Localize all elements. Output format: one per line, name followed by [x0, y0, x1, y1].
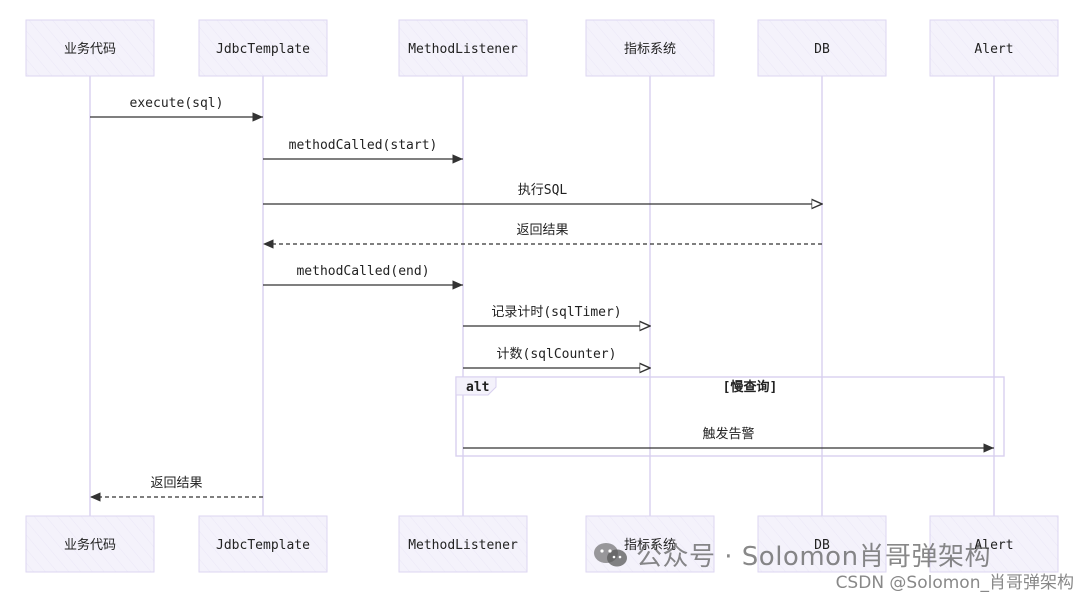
participant-top-4: DB	[757, 19, 887, 77]
message-3: 返回结果	[263, 223, 822, 249]
wechat-icon	[594, 543, 627, 567]
participant-bottom-1: JdbcTemplate	[198, 515, 328, 573]
participant-bottom-4: DB	[757, 515, 887, 573]
participant-label: Alert	[974, 538, 1013, 553]
participant-label: 业务代码	[64, 41, 116, 57]
message-1: methodCalled(start)	[263, 138, 463, 164]
alt-condition: [慢查询]	[723, 379, 778, 395]
participant-label: JdbcTemplate	[216, 538, 310, 553]
watermark-main: 公众号 · Solomon肖哥弹架构	[592, 536, 991, 573]
message-label: 记录计时(sqlTimer)	[491, 305, 621, 320]
participant-label: Alert	[974, 42, 1013, 57]
message-0: execute(sql)	[90, 96, 263, 122]
participant-top-0: 业务代码	[25, 19, 155, 77]
message-5: 记录计时(sqlTimer)	[463, 305, 650, 326]
message-8: 返回结果	[90, 476, 263, 502]
participant-bottom-2: MethodListener	[398, 515, 528, 573]
participant-label: 指标系统	[624, 42, 676, 57]
participant-label: MethodListener	[408, 42, 518, 57]
participant-top-5: Alert	[929, 19, 1059, 77]
watermark-sub: CSDN @Solomon_肖哥弹架构	[835, 573, 1074, 593]
participant-label: JdbcTemplate	[216, 42, 310, 57]
message-label: execute(sql)	[130, 96, 224, 111]
watermark-main-text: 公众号 · Solomon肖哥弹架构	[636, 542, 992, 572]
message-label: 返回结果	[150, 476, 202, 491]
participant-label: DB	[814, 42, 830, 57]
message-label: methodCalled(end)	[296, 264, 429, 279]
participant-label: MethodListener	[408, 538, 518, 553]
alt-tag-label: alt	[466, 380, 489, 395]
message-label: 执行SQL	[518, 183, 568, 198]
participant-top-1: JdbcTemplate	[198, 19, 328, 77]
participant-label: DB	[814, 538, 830, 553]
message-label: 返回结果	[516, 223, 568, 238]
participant-bottom-0: 业务代码	[25, 515, 155, 573]
alt-fragment: alt [慢查询]	[455, 376, 1005, 457]
message-2: 执行SQL	[263, 183, 822, 204]
message-6: 计数(sqlCounter)	[463, 347, 650, 368]
message-label: 触发告警	[702, 426, 754, 442]
message-label: methodCalled(start)	[289, 138, 438, 153]
participant-top-3: 指标系统	[585, 19, 715, 77]
message-7: 触发告警	[463, 426, 994, 453]
message-4: methodCalled(end)	[263, 264, 463, 290]
participant-label: 业务代码	[64, 537, 116, 553]
participant-bottom-5: Alert	[929, 515, 1059, 573]
message-label: 计数(sqlCounter)	[497, 347, 617, 362]
participant-top-2: MethodListener	[398, 19, 528, 77]
participant-label: 指标系统	[624, 538, 676, 553]
